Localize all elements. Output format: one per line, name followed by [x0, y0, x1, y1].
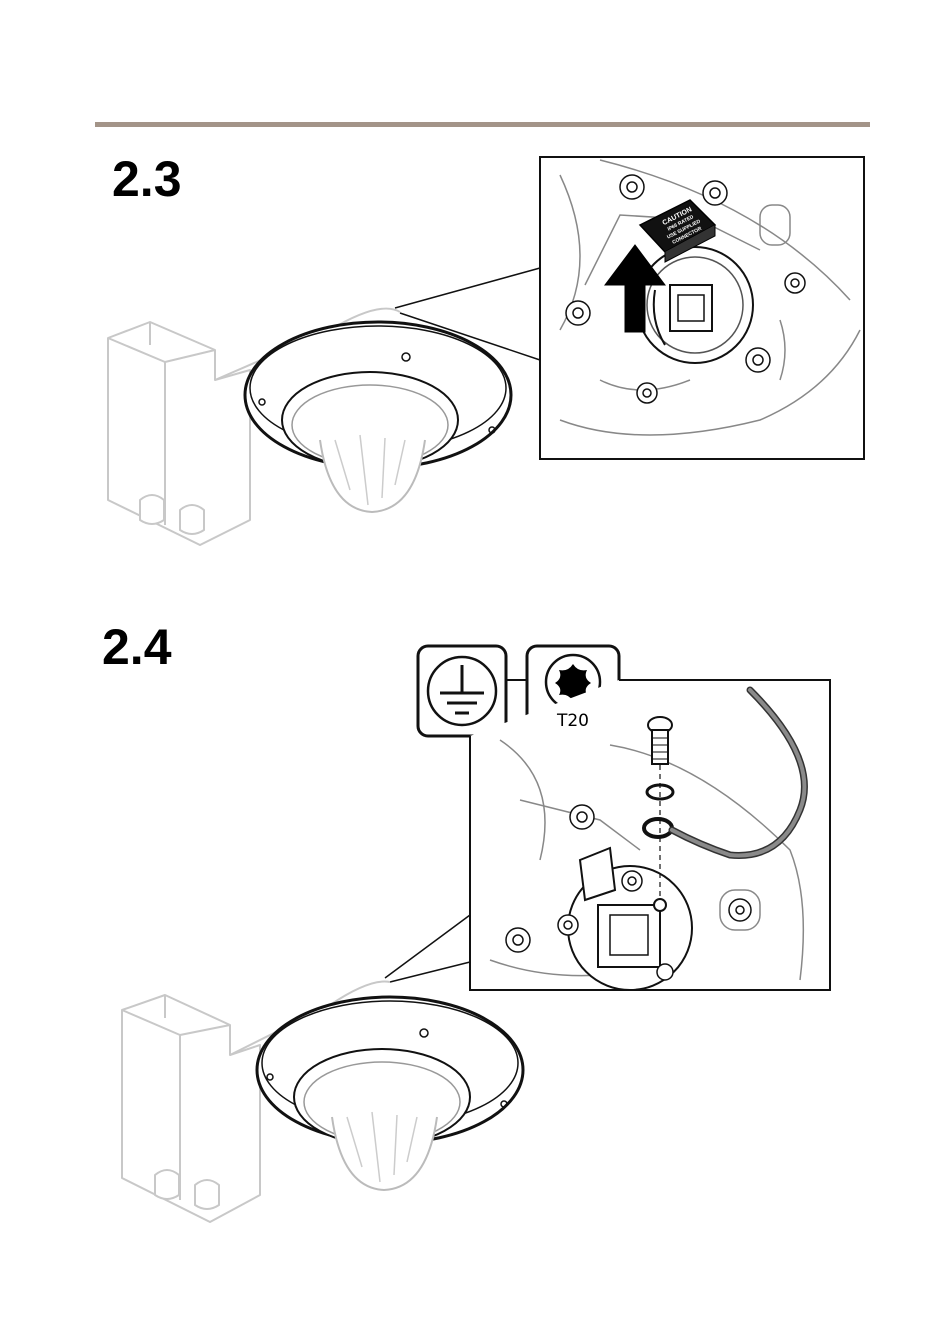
ground-icon — [418, 646, 506, 736]
callout-lines-2 — [385, 915, 470, 982]
tool-size-label: T20 — [530, 711, 616, 731]
ground-screw — [648, 717, 672, 764]
detail-panel-2 — [470, 680, 830, 990]
camera-illustration-1 — [108, 309, 511, 545]
camera-illustration-2 — [122, 981, 523, 1222]
